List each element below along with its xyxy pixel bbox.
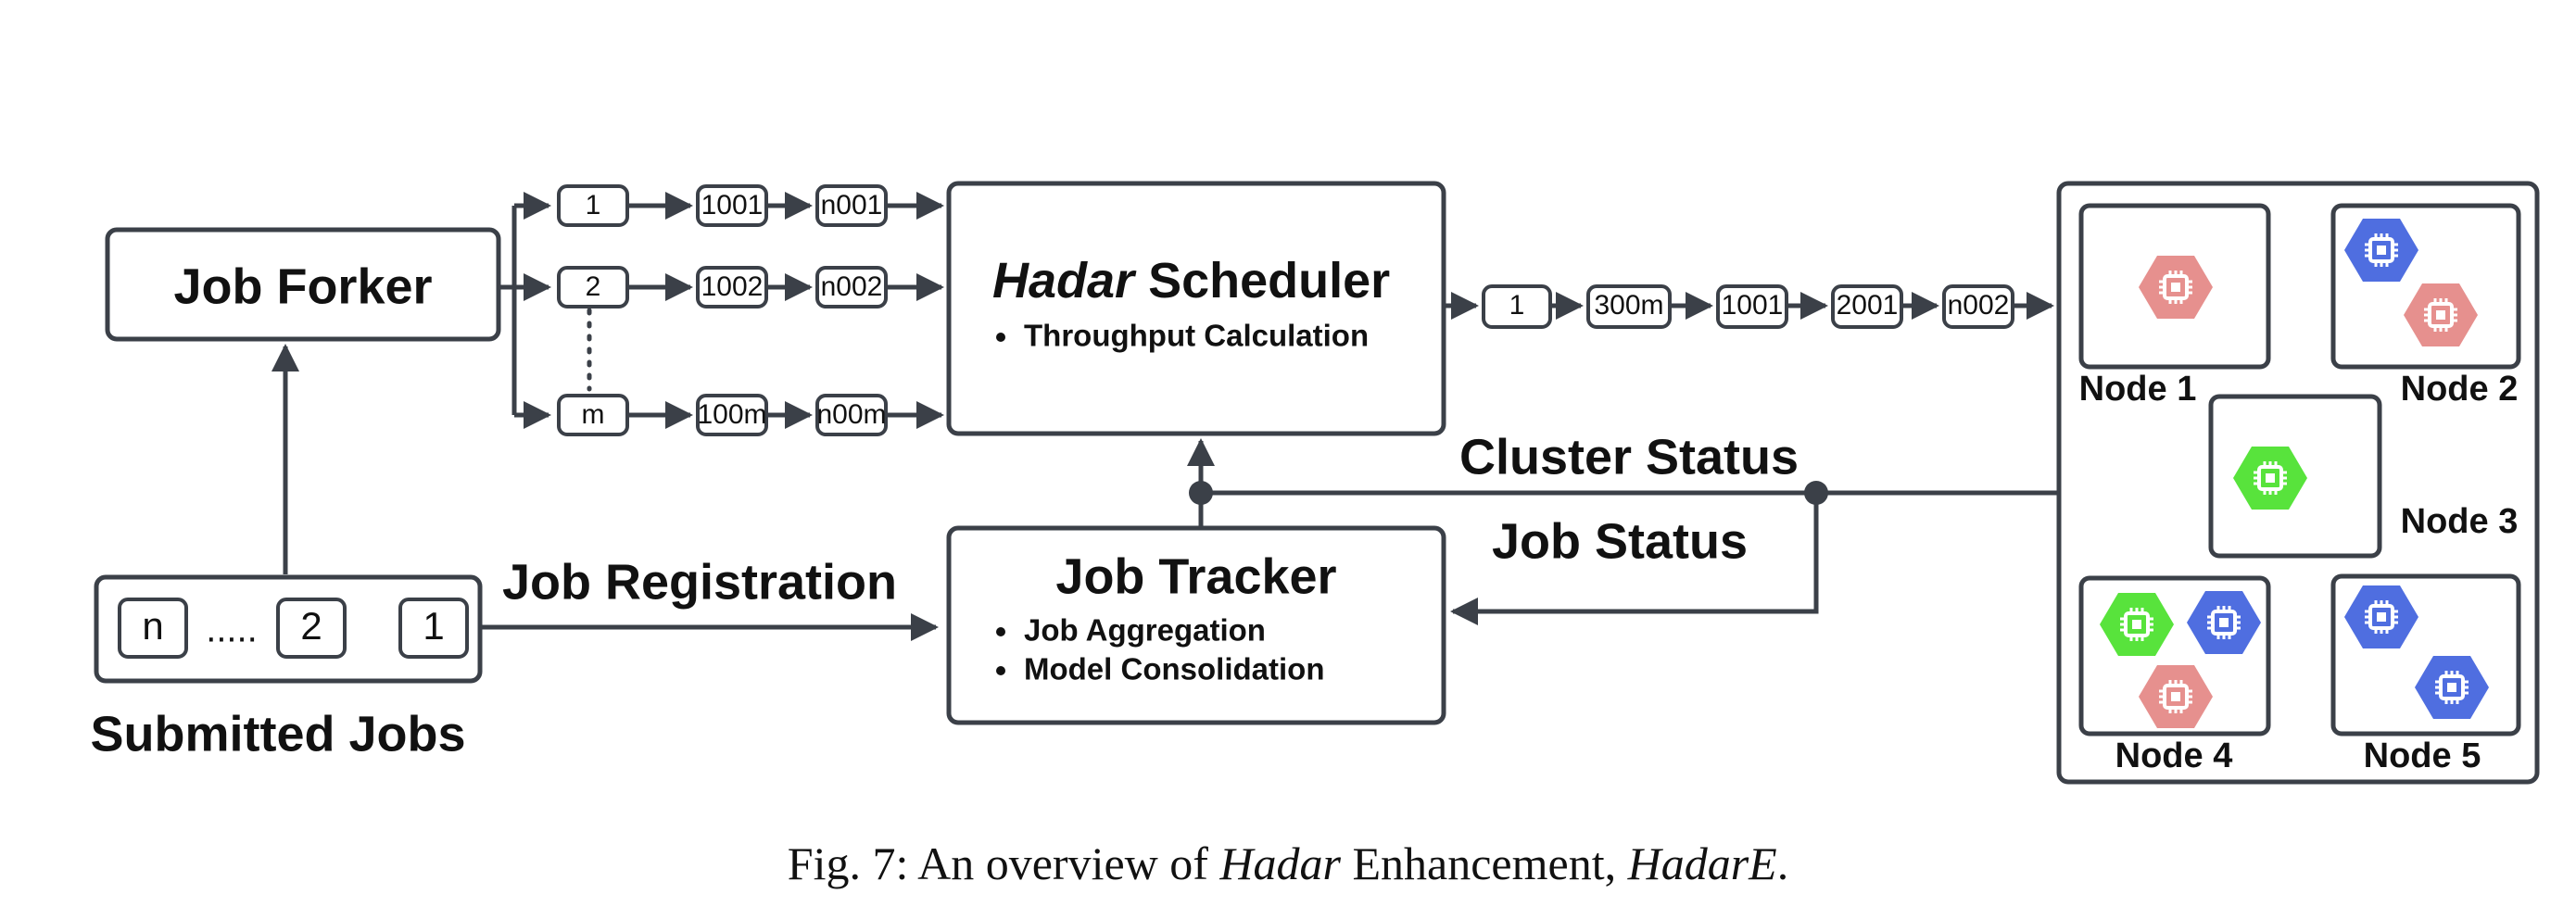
node-4-label: Node 4 — [2115, 736, 2233, 775]
queue-1-job: 1 — [586, 190, 601, 220]
fork-split-line — [499, 206, 517, 415]
queue-row-m: m 100m n00m — [557, 394, 944, 436]
queue-row-2: 2 1002 n002 — [557, 266, 944, 308]
scheduler-bullet-throughput: Throughput Calculation — [1024, 319, 1369, 353]
job-item-n — [118, 598, 188, 659]
job-tracker-box: Job Tracker Job Aggregation Model Consol… — [946, 525, 1446, 725]
scheduler-title-hadar: Hadar — [992, 253, 1137, 308]
caption-suffix: . — [1777, 837, 1789, 889]
output-queue: 1 300m 1001 2001 n002 — [1444, 284, 2054, 329]
job-item-2-label: 2 — [300, 604, 322, 648]
queue-2-step-1: 1002 — [701, 271, 764, 302]
figure-caption: Fig. 7: An overview of Hadar Enhancement… — [788, 837, 1788, 889]
queue-row-1: 1 1001 n001 — [557, 184, 944, 227]
junction-dot-left — [1189, 481, 1213, 505]
output-item-2: 300m — [1594, 290, 1663, 321]
job-forker-title: Job Forker — [173, 258, 432, 314]
job-tracker-title: Job Tracker — [1055, 548, 1336, 604]
tracker-bullet-dot-2 — [996, 666, 1005, 675]
output-item-3: 1001 — [1722, 290, 1784, 321]
job-item-1 — [398, 598, 469, 659]
node-1-label: Node 1 — [2079, 370, 2197, 409]
output-item-4: 2001 — [1837, 290, 1899, 321]
tracker-bullet-dot-1 — [996, 627, 1005, 636]
queue-m-job: m — [582, 399, 605, 430]
node-1: Node 1 — [2078, 203, 2271, 409]
scheduler-title: Hadar Scheduler — [992, 253, 1390, 308]
queue-m-step-2: n00m — [816, 399, 886, 430]
queue-1-step-2: n001 — [821, 190, 883, 220]
output-item-5: n002 — [1948, 290, 2010, 321]
job-registration-label: Job Registration — [502, 554, 897, 610]
node-2-label: Node 2 — [2401, 370, 2519, 409]
job-item-1-label: 1 — [423, 604, 444, 648]
scheduler-bullet-dot — [996, 333, 1005, 342]
tracker-bullet-consolidation: Model Consolidation — [1024, 652, 1324, 686]
node-4: Node 4 — [2078, 575, 2271, 775]
arrow-job-status — [1450, 493, 1819, 625]
queue-m-step-1: 100m — [697, 399, 766, 430]
node-5-label: Node 5 — [2364, 736, 2481, 775]
job-items-ellipsis: ..... — [206, 610, 258, 650]
node-3: Node 3 — [2208, 394, 2519, 559]
queue-2-step-2: n002 — [821, 271, 883, 302]
scheduler-title-rest: Scheduler — [1134, 253, 1390, 308]
queue-2-job: 2 — [586, 271, 601, 302]
job-forker-box: Job Forker — [105, 227, 501, 342]
caption-prefix: Fig. 7: An overview of — [788, 837, 1220, 889]
job-item-n-label: n — [142, 604, 163, 648]
caption-hadare: HadarE — [1627, 837, 1777, 889]
caption-hadar: Hadar — [1219, 837, 1341, 889]
cluster-status-label: Cluster Status — [1459, 429, 1799, 485]
job-item-2 — [276, 598, 347, 659]
tracker-bullet-aggregation: Job Aggregation — [1024, 613, 1266, 648]
node-5: Node 5 — [2330, 573, 2521, 775]
hadar-scheduler-box: Hadar Scheduler Throughput Calculation — [946, 181, 1446, 436]
output-item-1: 1 — [1509, 290, 1525, 321]
submitted-jobs-label: Submitted Jobs — [90, 706, 465, 762]
job-status-label: Job Status — [1492, 513, 1748, 569]
queue-1-step-1: 1001 — [701, 190, 764, 220]
caption-middle: Enhancement, — [1341, 837, 1628, 889]
node-3-label: Node 3 — [2401, 502, 2519, 541]
node-2: Node 2 — [2330, 203, 2521, 409]
submitted-jobs-box: n ..... 2 1 — [94, 574, 483, 684]
